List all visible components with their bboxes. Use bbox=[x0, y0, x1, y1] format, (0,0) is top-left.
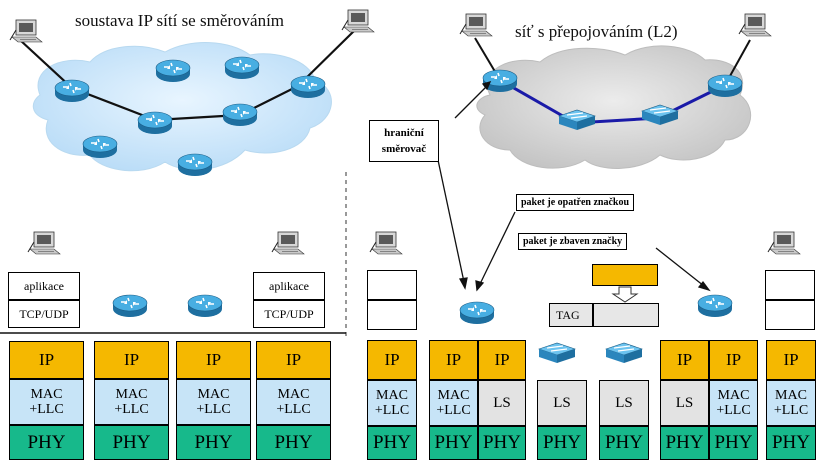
mac-llc-layer: MAC+LLC bbox=[176, 379, 251, 425]
phy-layer: PHY bbox=[599, 426, 649, 460]
ls-layer: LS bbox=[537, 380, 587, 426]
phy-layer: PHY bbox=[429, 426, 478, 460]
ip-layer: IP bbox=[9, 341, 84, 379]
ip-layer: IP bbox=[256, 341, 331, 379]
host-upper-layer bbox=[367, 300, 417, 330]
llc-line: +LLC bbox=[374, 403, 410, 418]
ls-layer: LS bbox=[478, 380, 526, 426]
router-icon bbox=[155, 59, 191, 83]
router-icon bbox=[177, 153, 213, 177]
border-router-icon bbox=[707, 74, 743, 98]
host-app-label: aplikace bbox=[8, 272, 80, 300]
phy-layer: PHY bbox=[367, 426, 417, 460]
host-upper-layer bbox=[367, 270, 417, 300]
border-router-icon bbox=[482, 69, 518, 93]
computer-icon bbox=[459, 13, 493, 37]
computer-icon bbox=[369, 231, 403, 255]
ip-layer: IP bbox=[660, 340, 709, 380]
mac-llc-layer: MAC+LLC bbox=[766, 380, 816, 426]
mac-llc-layer: MAC+LLC bbox=[429, 380, 478, 426]
phy-layer: PHY bbox=[766, 426, 816, 460]
mac-line: MAC bbox=[30, 387, 63, 402]
mac-line: MAC bbox=[376, 388, 408, 403]
router-icon bbox=[224, 56, 260, 80]
mac-line: MAC bbox=[197, 387, 230, 402]
llc-line: +LLC bbox=[29, 402, 64, 417]
host-transport-label: TCP/UDP bbox=[8, 300, 80, 328]
mac-llc-layer: MAC+LLC bbox=[9, 379, 84, 425]
ip-layer: IP bbox=[478, 340, 526, 380]
tag-label: TAG bbox=[549, 303, 593, 327]
llc-line: +LLC bbox=[196, 402, 231, 417]
mac-llc-layer: MAC+LLC bbox=[256, 379, 331, 425]
l2-path bbox=[499, 78, 726, 125]
border-router-icon bbox=[459, 301, 495, 325]
mac-llc-layer: MAC+LLC bbox=[94, 379, 169, 425]
computer-icon bbox=[9, 19, 43, 43]
tagged-callout: paket je opatřen značkou bbox=[516, 194, 635, 211]
llc-line: +LLC bbox=[716, 403, 751, 418]
tag-arrow bbox=[611, 286, 639, 303]
ip-layer: IP bbox=[176, 341, 251, 379]
left-title: soustava IP sítí se směrováním bbox=[75, 11, 285, 30]
callout-arrows bbox=[437, 80, 711, 292]
phy-layer: PHY bbox=[9, 425, 84, 460]
host-transport-label: TCP/UDP bbox=[253, 300, 325, 328]
right-title: síť s přepojováním (L2) bbox=[515, 22, 678, 41]
llc-line: +LLC bbox=[773, 403, 809, 418]
llc-line: +LLC bbox=[436, 403, 471, 418]
phy-layer: PHY bbox=[709, 426, 758, 460]
tagged-packet-body bbox=[593, 303, 659, 327]
router-icon bbox=[187, 294, 223, 318]
computer-icon bbox=[738, 13, 772, 37]
router-icon bbox=[137, 111, 173, 135]
host-app-label: aplikace bbox=[253, 272, 325, 300]
computer-icon bbox=[341, 9, 375, 33]
computer-icon bbox=[767, 231, 801, 255]
ip-layer: IP bbox=[429, 340, 478, 380]
phy-layer: PHY bbox=[537, 426, 587, 460]
ip-layer: IP bbox=[766, 340, 816, 380]
router-icon bbox=[82, 135, 118, 159]
switch-icon bbox=[538, 342, 576, 364]
packet-payload bbox=[592, 264, 658, 286]
mac-line: MAC bbox=[437, 388, 470, 403]
router-icon bbox=[112, 294, 148, 318]
border-router-icon bbox=[697, 294, 733, 318]
ls-layer: LS bbox=[599, 380, 649, 426]
mac-llc-layer: MAC+LLC bbox=[367, 380, 417, 426]
mac-line: MAC bbox=[775, 388, 807, 403]
border-router-callout: hraniční směrovač bbox=[369, 120, 439, 162]
ls-layer: LS bbox=[660, 380, 709, 426]
host-upper-layer bbox=[765, 300, 815, 330]
computer-icon bbox=[271, 231, 305, 255]
host-upper-layer bbox=[765, 270, 815, 300]
untagged-callout: paket je zbaven značky bbox=[518, 233, 628, 250]
mac-line: MAC bbox=[115, 387, 148, 402]
right-cloud bbox=[476, 45, 752, 169]
phy-layer: PHY bbox=[256, 425, 331, 460]
router-icon bbox=[290, 75, 326, 99]
mac-line: MAC bbox=[717, 388, 750, 403]
ip-layer: IP bbox=[94, 341, 169, 379]
mac-llc-layer: MAC+LLC bbox=[709, 380, 758, 426]
phy-layer: PHY bbox=[94, 425, 169, 460]
router-icon bbox=[54, 79, 90, 103]
phy-layer: PHY bbox=[660, 426, 709, 460]
llc-line: +LLC bbox=[114, 402, 149, 417]
computer-icon bbox=[27, 231, 61, 255]
switch-icon bbox=[605, 342, 643, 364]
llc-line: +LLC bbox=[276, 402, 311, 417]
phy-layer: PHY bbox=[176, 425, 251, 460]
phy-layer: PHY bbox=[478, 426, 526, 460]
router-icon bbox=[222, 103, 258, 127]
ip-layer: IP bbox=[367, 340, 417, 380]
mac-line: MAC bbox=[277, 387, 310, 402]
ip-layer: IP bbox=[709, 340, 758, 380]
